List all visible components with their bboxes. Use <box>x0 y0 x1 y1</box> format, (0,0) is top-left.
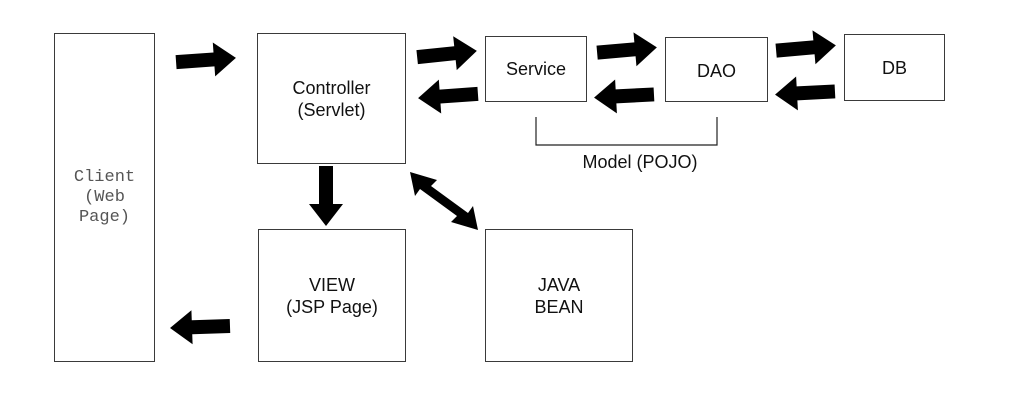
arrow-controller-bean-bidirectional <box>410 172 478 230</box>
java-bean-box: JAVA BEAN <box>485 229 633 362</box>
arrow-view-to-client <box>169 308 231 346</box>
controller-servlet-box: Controller (Servlet) <box>257 33 406 164</box>
arrow-service-to-controller <box>416 76 480 116</box>
arrow-db-to-dao <box>774 74 836 112</box>
db-box: DB <box>844 34 945 101</box>
arrow-service-to-dao <box>595 30 659 70</box>
dao-box: DAO <box>665 37 768 102</box>
model-pojo-label: Model (POJO) <box>582 152 698 172</box>
arrow-dao-to-db <box>774 28 838 68</box>
arrow-controller-to-service <box>415 33 479 75</box>
dao-label: DAO <box>696 60 736 81</box>
arrow-controller-to-view <box>309 166 343 226</box>
controller-label: Controller (Servlet) <box>292 77 371 120</box>
model-bracket <box>535 117 718 146</box>
view-jsp-page-box: VIEW (JSP Page) <box>258 229 406 362</box>
view-label: VIEW (JSP Page) <box>286 274 378 317</box>
service-box: Service <box>485 36 587 102</box>
service-label: Service <box>505 59 567 79</box>
arrow-dao-to-service <box>593 77 655 115</box>
bean-label: JAVA BEAN <box>534 274 584 317</box>
arrow-client-to-controller <box>174 40 238 80</box>
client-web-page-box: Client (Web Page) <box>54 33 155 362</box>
client-label: Client (Web Page) <box>73 167 136 227</box>
db-label: DB <box>881 57 907 78</box>
